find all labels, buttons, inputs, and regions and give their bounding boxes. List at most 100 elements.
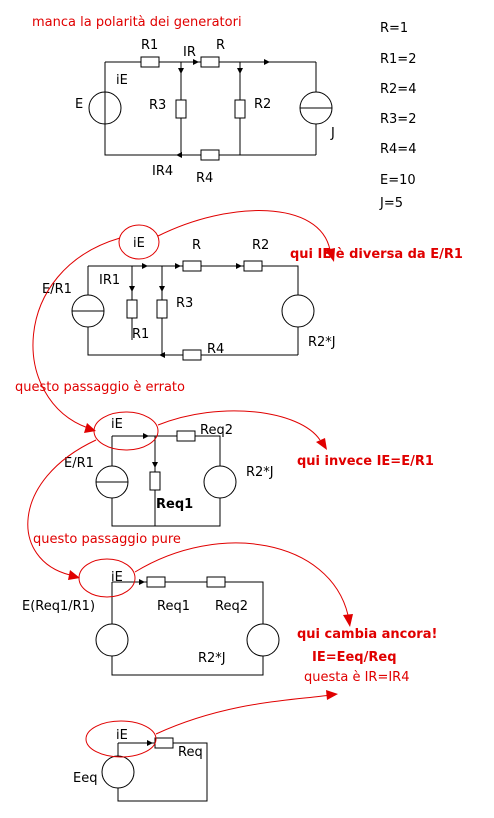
annotation-ie-eq: IE=Eeq/Req <box>312 650 397 665</box>
resistor-r1 <box>140 56 160 68</box>
annotation-ie-equal: qui invece IE=E/R1 <box>297 454 434 469</box>
resistor-r4 <box>200 149 220 161</box>
value-e: E=10 <box>380 173 416 188</box>
voltage-source-r2j-icon <box>203 465 237 499</box>
arrow-ie-icon <box>142 263 148 269</box>
red-annotations <box>27 210 353 758</box>
arrow-r1-icon <box>129 286 135 292</box>
annotation-step-also: questo passaggio pure <box>33 532 181 547</box>
label-req2: Req2 <box>200 423 233 438</box>
arrowhead-step-also-icon <box>68 570 80 580</box>
circuit-1: R1 IR R iE E R3 R2 J IR4 R4 <box>75 38 335 186</box>
resistor-r <box>182 260 202 272</box>
curve-changes-again <box>134 542 349 616</box>
value-j: J=5 <box>379 196 403 211</box>
resistor-r3 <box>156 299 168 319</box>
label-e: E <box>75 97 83 112</box>
annotation-ie-diverse: qui IE è diversa da E/R1 <box>290 247 463 262</box>
label-r2j: R2*J <box>246 465 274 480</box>
curve-ie-equal <box>157 410 321 441</box>
arrow-ir-icon <box>193 59 199 65</box>
ellipse-ie-3 <box>93 411 159 451</box>
label-ir1: IR1 <box>99 273 120 288</box>
resistor-r1 <box>126 299 138 319</box>
value-r3: R3=2 <box>380 112 416 127</box>
arrow-ie-icon <box>147 740 153 746</box>
arrowhead-step-wrong-icon <box>84 423 96 433</box>
resistor-r2 <box>243 260 263 272</box>
resistor-r4 <box>182 349 202 361</box>
circuit-5: iE Req Eeq <box>73 728 208 802</box>
arrowhead-changes-again-icon <box>343 614 353 627</box>
curve-step-wrong <box>32 237 121 429</box>
arrow-ie-icon <box>139 579 145 585</box>
arrow-r2-icon <box>236 263 242 269</box>
arrow-r4-icon <box>159 352 165 358</box>
arrow-ie-icon <box>143 433 149 439</box>
arrow-r2-icon <box>237 68 243 74</box>
label-e-expr: E(Req1/R1) <box>22 599 95 614</box>
ellipse-ie-5 <box>85 720 157 758</box>
label-ie: iE <box>116 728 128 743</box>
label-r: R <box>192 238 201 253</box>
circuit-4: iE E(Req1/R1) Req1 Req2 R2*J <box>22 570 280 676</box>
arrow-r3-icon <box>159 286 165 292</box>
label-ie: iE <box>111 417 123 432</box>
label-r4: R4 <box>207 342 224 357</box>
circuit-2: iE R R2 IR1 E/R1 R3 R1 R4 R2*J <box>42 236 336 361</box>
label-r1: R1 <box>141 38 158 53</box>
label-r2: R2 <box>252 238 269 253</box>
label-r: R <box>216 38 225 53</box>
svg-text:manca la polarità dei generato: manca la polarità dei generatori <box>32 15 242 30</box>
resistor-req2 <box>176 430 196 442</box>
label-r2j: R2*J <box>308 335 336 350</box>
resistor-req <box>154 737 174 749</box>
circuit-3: iE Req2 E/R1 R2*J Req1 <box>64 417 274 527</box>
label-r3: R3 <box>176 296 193 311</box>
label-ie: iE <box>111 570 123 585</box>
arrow-top-icon <box>264 59 270 65</box>
label-e-r1: E/R1 <box>42 282 72 297</box>
label-r4: R4 <box>196 171 213 186</box>
label-ie: iE <box>116 73 128 88</box>
arrow-ir4-icon <box>176 152 182 158</box>
current-source-e-r1-icon <box>95 465 129 499</box>
value-r: R=1 <box>380 21 408 36</box>
label-req2: Req2 <box>215 599 248 614</box>
arrowhead-ir-ir4-icon <box>326 690 338 700</box>
curve-step-also <box>27 439 97 576</box>
annotation-changes-again: qui cambia ancora! <box>297 627 437 642</box>
curve-ir-ir4 <box>155 694 331 735</box>
label-ir4: IR4 <box>152 164 173 179</box>
arrowhead-ie-diverse-icon <box>325 248 335 262</box>
voltage-source-eeq-icon <box>101 755 135 789</box>
arrow-r3-icon <box>178 68 184 74</box>
label-r2: R2 <box>254 97 271 112</box>
resistor-r <box>200 56 220 68</box>
arrowhead-ie-equal-icon <box>316 438 327 450</box>
label-req1: Req1 <box>156 497 193 512</box>
voltage-source-r2j-icon <box>281 294 315 328</box>
resistor-req1 <box>146 576 166 588</box>
label-r3: R3 <box>149 98 166 113</box>
voltage-source-e-icon <box>88 91 122 125</box>
value-r1: R1=2 <box>380 52 416 67</box>
curve-ie-diverse <box>157 210 331 251</box>
annotation-ir-ir4: questa è IR=IR4 <box>304 670 410 685</box>
arrow-r-icon <box>175 263 181 269</box>
label-ir: IR <box>183 45 196 60</box>
label-r2j: R2*J <box>198 651 226 666</box>
resistor-req2 <box>206 576 226 588</box>
resistor-r3 <box>175 99 187 119</box>
label-r1: R1 <box>132 327 149 342</box>
ellipse-ie-4 <box>78 558 136 598</box>
voltage-source-r2j-icon <box>246 623 280 657</box>
label-j: J <box>330 126 335 141</box>
resistor-r2 <box>234 99 246 119</box>
current-source-e-r1-icon <box>71 294 105 328</box>
label-e-r1: E/R1 <box>64 456 94 471</box>
voltage-source-e-icon <box>95 623 129 657</box>
value-r4: R4=4 <box>380 142 416 157</box>
label-eeq: Eeq <box>73 771 97 786</box>
